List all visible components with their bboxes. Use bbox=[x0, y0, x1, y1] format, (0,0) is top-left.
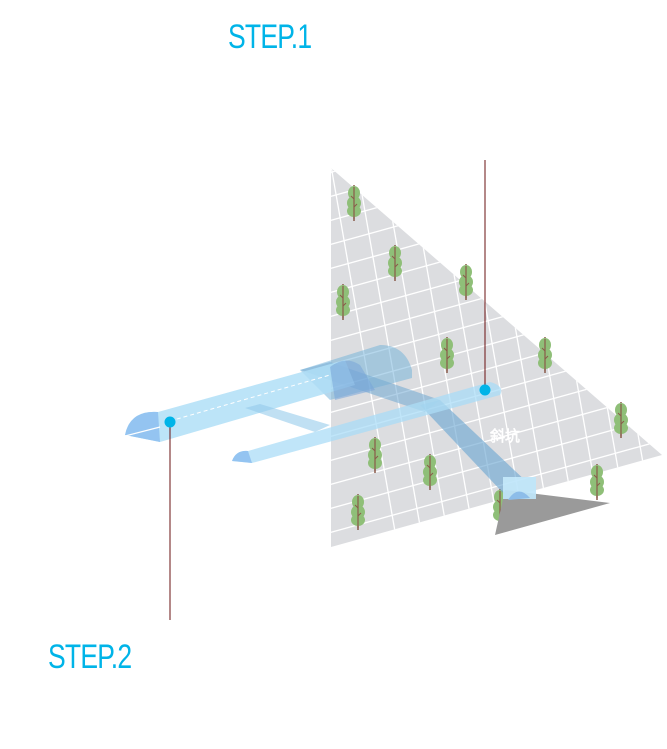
step-1-label: STEP.1 bbox=[228, 18, 312, 56]
step2-marker bbox=[164, 416, 176, 428]
tunnels bbox=[124, 345, 536, 500]
incline-shadow bbox=[495, 490, 610, 535]
incline-label: 斜坑 bbox=[489, 427, 520, 445]
step-2-label: STEP.2 bbox=[48, 638, 132, 676]
step1-marker bbox=[479, 384, 491, 396]
tree-icon bbox=[589, 463, 605, 501]
